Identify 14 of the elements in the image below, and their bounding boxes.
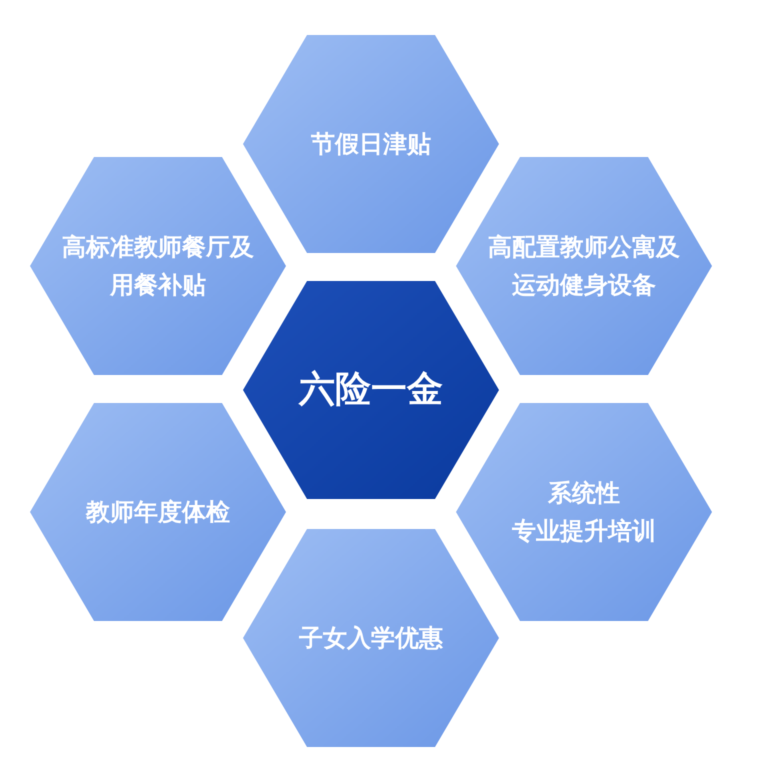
center-label: 六险一金 [299,371,443,409]
center-hexagon [243,281,499,499]
hexagon-tile [30,157,286,375]
tile-label: 子女入学优惠 [299,623,443,654]
tile-label: 专业提升培训 [512,516,656,547]
hexagon-tile [243,529,499,747]
tile-label: 节假日津贴 [311,129,431,160]
tile-label: 高配置教师公寓及运动健身设备 [487,232,681,301]
tile-label: 系统性 [548,478,620,509]
tile-label: 高标准教师餐厅及用餐补贴 [61,232,255,301]
hexagon-tile [456,403,712,621]
hexagon-tile [30,403,286,621]
hexagon-tile [456,157,712,375]
tile-label: 教师年度体检 [86,497,230,528]
